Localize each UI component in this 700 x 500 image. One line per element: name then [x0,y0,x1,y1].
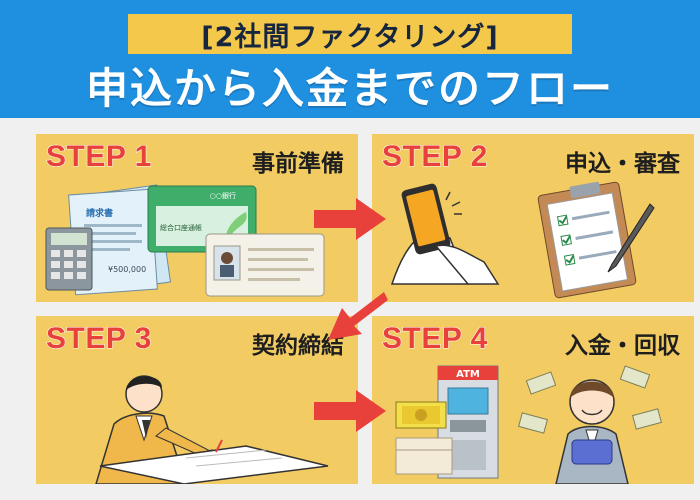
contract-signing-illustration [95,375,329,484]
calculator-icon [45,227,93,291]
step-1-label: STEP 1 [46,140,152,174]
step-3-title: 契約締結 [252,333,344,359]
payment-collection-illustration: ATM [395,365,662,484]
step-3-label: STEP 3 [46,322,152,356]
cash-bundle-icon [395,401,447,429]
page-title: 申込から入金までのフロー [85,63,614,113]
flying-money-icon [518,365,662,434]
svg-text:総合口座通帳: 総合口座通帳 [160,223,202,232]
page-subtitle: [2社間ファクタリング] [201,21,499,53]
svg-text:請求書: 請求書 [86,207,113,219]
document-preparation-illustration: 請求書 ¥500,000 ○○銀行 総合口座通帳 [45,184,325,297]
arrow-down-left-icon [328,292,388,340]
pen-icon [607,203,655,273]
id-card-icon [205,233,325,297]
step-2-title: 申込・審査 [565,151,680,177]
step-1-panel: 請求書 ¥500,000 ○○銀行 総合口座通帳 [36,134,358,302]
contract-document-icon [99,439,329,484]
svg-text:¥500,000: ¥500,000 [108,265,146,274]
arrow-right-icon [314,198,386,240]
svg-text:○○銀行: ○○銀行 [210,191,236,200]
arrow-right-icon [314,390,386,432]
box-icon [395,437,453,475]
happy-businessman-icon [555,379,629,484]
step-2-label: STEP 2 [382,140,488,174]
smartphone-hand-icon [390,183,500,285]
subtitle-band [128,14,572,54]
svg-text:ATM: ATM [456,369,480,380]
step-4-title: 入金・回収 [565,333,680,359]
step-1-title: 事前準備 [252,151,344,177]
application-review-illustration [390,181,655,299]
step-4-label: STEP 4 [382,322,488,356]
step-4-panel: ATM STEP 4 入金・回収 [372,316,694,484]
step-3-panel: STEP 3 契約締結 [36,316,358,484]
clipboard-checklist-icon [537,181,637,299]
step-2-panel: STEP 2 申込・審査 [372,134,694,302]
